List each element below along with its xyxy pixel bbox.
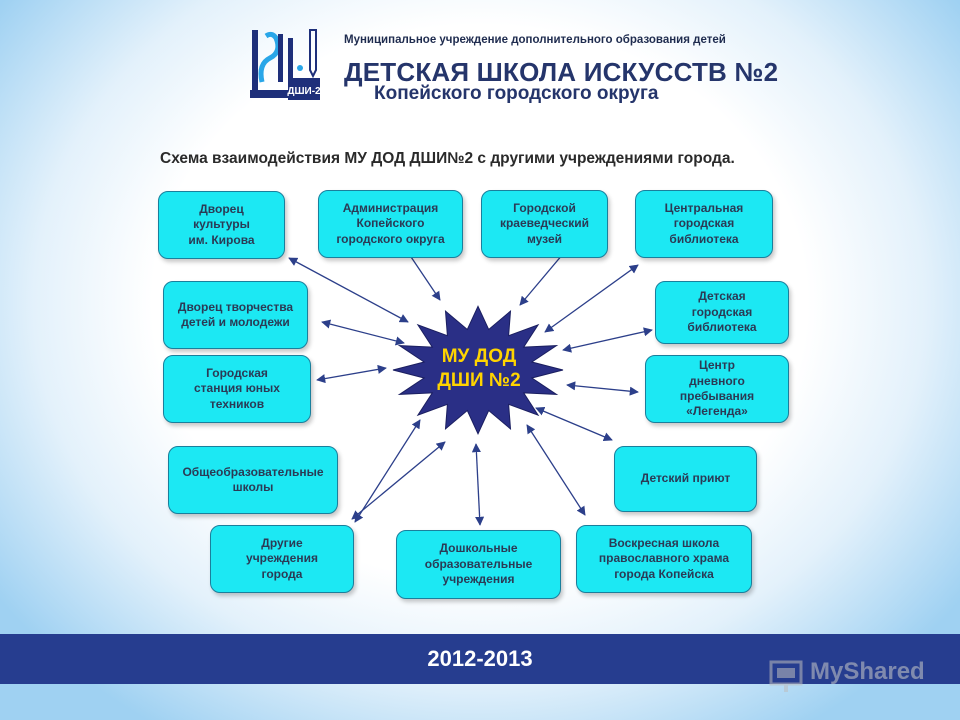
header: ДШИ-2 Муниципальное учреждение дополните…	[248, 24, 778, 108]
connector-arrow	[535, 406, 613, 442]
node-biblioteka-detskaya: Детская городская библиотека	[655, 281, 789, 344]
watermark: MyShared	[768, 656, 928, 696]
connector-arrow	[544, 264, 639, 333]
center-label-line2: ДШИ №2	[437, 370, 520, 391]
connector-arrow	[471, 443, 485, 526]
footer-year: 2012-2013	[427, 646, 533, 671]
school-logo: ДШИ-2	[250, 29, 321, 100]
node-muzei: Городской краеведческий музей	[481, 190, 608, 258]
connector-arrow	[321, 319, 405, 346]
node-tsentr-legenda: Центр дневного пребывания «Легенда»	[645, 355, 789, 423]
node-administratsiya: Администрация Копейского городского окру…	[318, 190, 463, 258]
connector-arrow	[288, 257, 409, 323]
node-priyut: Детский приют	[614, 446, 757, 512]
connector-arrow	[351, 441, 446, 520]
scheme-title: Схема взаимодействия МУ ДОД ДШИ№2 с друг…	[160, 150, 735, 167]
node-voskresnaya-shkola: Воскресная школа православного храма гор…	[576, 525, 752, 593]
watermark-text: MyShared	[810, 658, 925, 685]
node-drugie: Другие учреждения города	[210, 525, 354, 593]
connector-arrow	[526, 424, 586, 516]
node-doshkolnye: Дошкольные образовательные учреждения	[396, 530, 561, 599]
presentation-icon	[769, 660, 803, 692]
connector-arrow	[562, 327, 653, 353]
connector-arrow	[566, 381, 639, 396]
school-name: ДЕТСКАЯ ШКОЛА ИСКУССТВ №2	[344, 57, 779, 87]
school-subtitle: Копейского городского округа	[374, 83, 659, 104]
center-label-line1: МУ ДОД	[442, 346, 517, 367]
node-dvorets-tvorchestva: Дворец творчества детей и молодежи	[163, 281, 308, 349]
interaction-diagram: МУ ДОД ДШИ №2	[288, 244, 653, 526]
connector-arrow	[316, 364, 387, 384]
node-stantsiya-tekhnikov: Городская станция юных техников	[163, 355, 311, 423]
node-shkoly: Общеобразовательные школы	[168, 446, 338, 514]
node-biblioteka-tsentr: Центральная городская библиотека	[635, 190, 773, 258]
organization-line: Муниципальное учреждение дополнительного…	[344, 34, 726, 46]
logo-text: ДШИ-2	[287, 86, 321, 97]
center-star	[392, 305, 564, 435]
node-dvorets-kultury: Дворец культуры им. Кирова	[158, 191, 285, 259]
